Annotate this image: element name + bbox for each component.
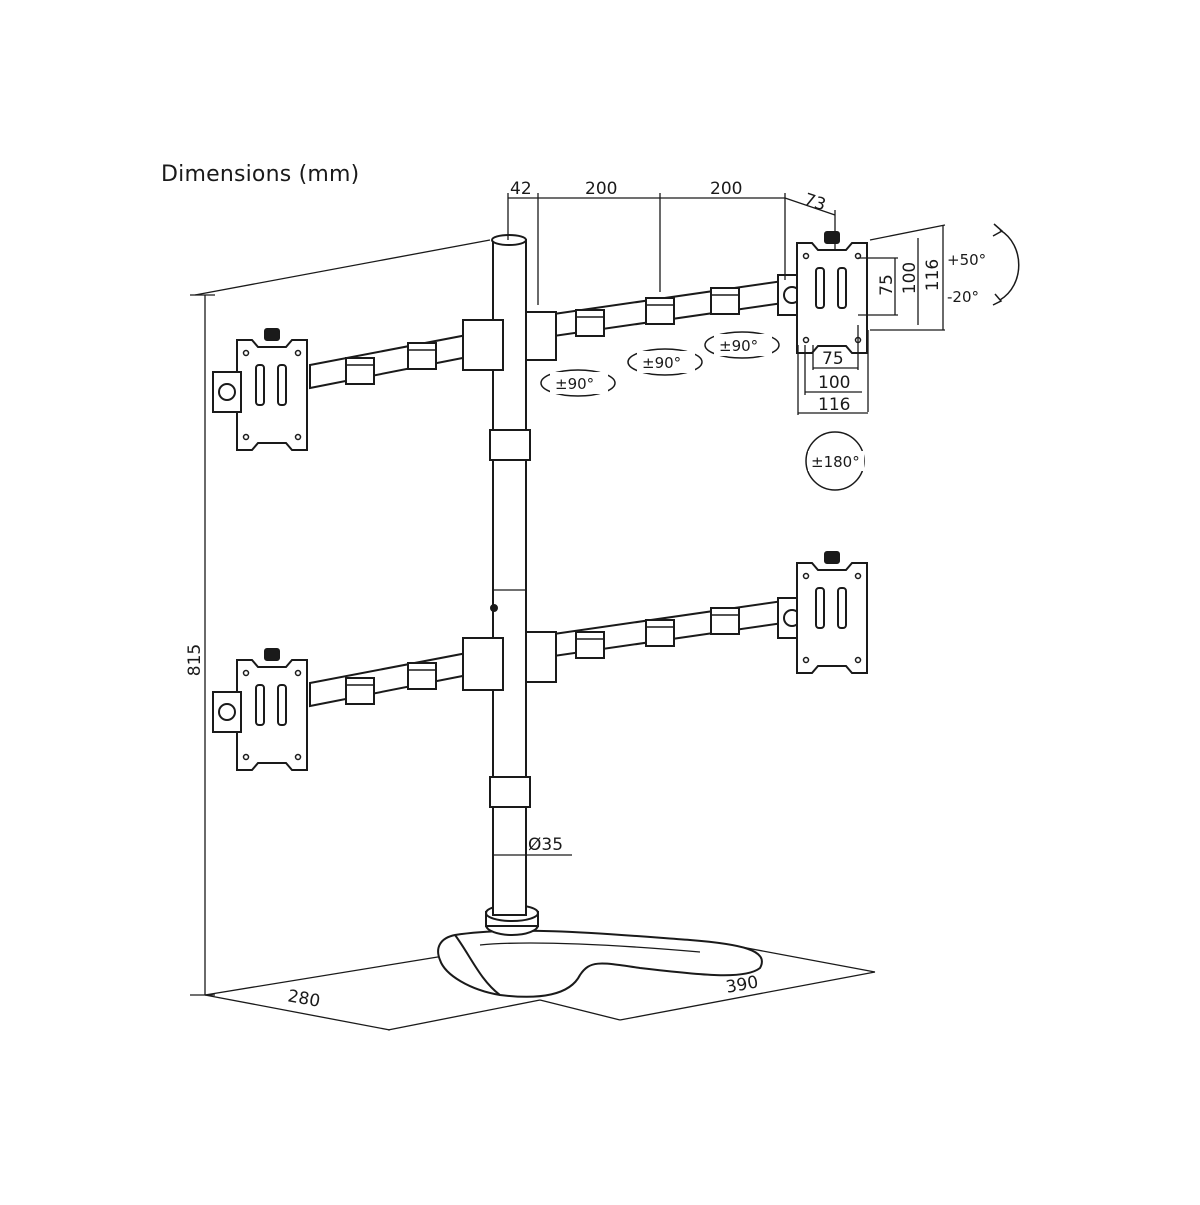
tilt-up-label: +50°: [947, 251, 986, 269]
base-dimensions: [204, 942, 876, 1031]
vesa-height-dimensions: [858, 224, 946, 331]
stand-base: [437, 904, 763, 998]
rotate-plate-label: ±180°: [811, 453, 860, 471]
dim-vesa-w-116: 116: [818, 395, 850, 415]
upper-arm-right: [525, 231, 868, 361]
base-width-label: 390: [724, 972, 759, 997]
height-dimension: [190, 239, 491, 996]
dim-arm-span-left: 200: [585, 179, 617, 199]
lower-arm-right: [525, 551, 868, 683]
swivel-label-1: ±90°: [555, 375, 594, 393]
vesa-width-dimensions: [797, 325, 869, 415]
pole-diameter-label: Ø35: [528, 835, 563, 855]
base-depth-label: 280: [286, 986, 321, 1011]
swivel-label-2: ±90°: [642, 354, 681, 372]
dim-vesa-w-75: 75: [822, 349, 844, 369]
tilt-down-label: -20°: [947, 288, 979, 306]
tilt-arrow-icon: [992, 223, 1020, 306]
swivel-arrow-icon: [540, 331, 780, 397]
dim-vesa-h-116: 116: [923, 259, 943, 291]
dim-vesa-h-75: 75: [877, 274, 897, 296]
top-dimensions: [507, 193, 836, 305]
dim-vesa-w-100: 100: [818, 373, 850, 393]
lower-arm-left: [212, 637, 504, 771]
upper-arm-left: [212, 319, 504, 451]
dim-vesa-h-100: 100: [900, 262, 920, 294]
dim-offset-top: 42: [510, 179, 532, 199]
dim-arm-span-right: 200: [710, 179, 742, 199]
height-label: 815: [185, 644, 205, 676]
diagram-title: Dimensions (mm): [161, 162, 360, 187]
swivel-label-3: ±90°: [719, 337, 758, 355]
